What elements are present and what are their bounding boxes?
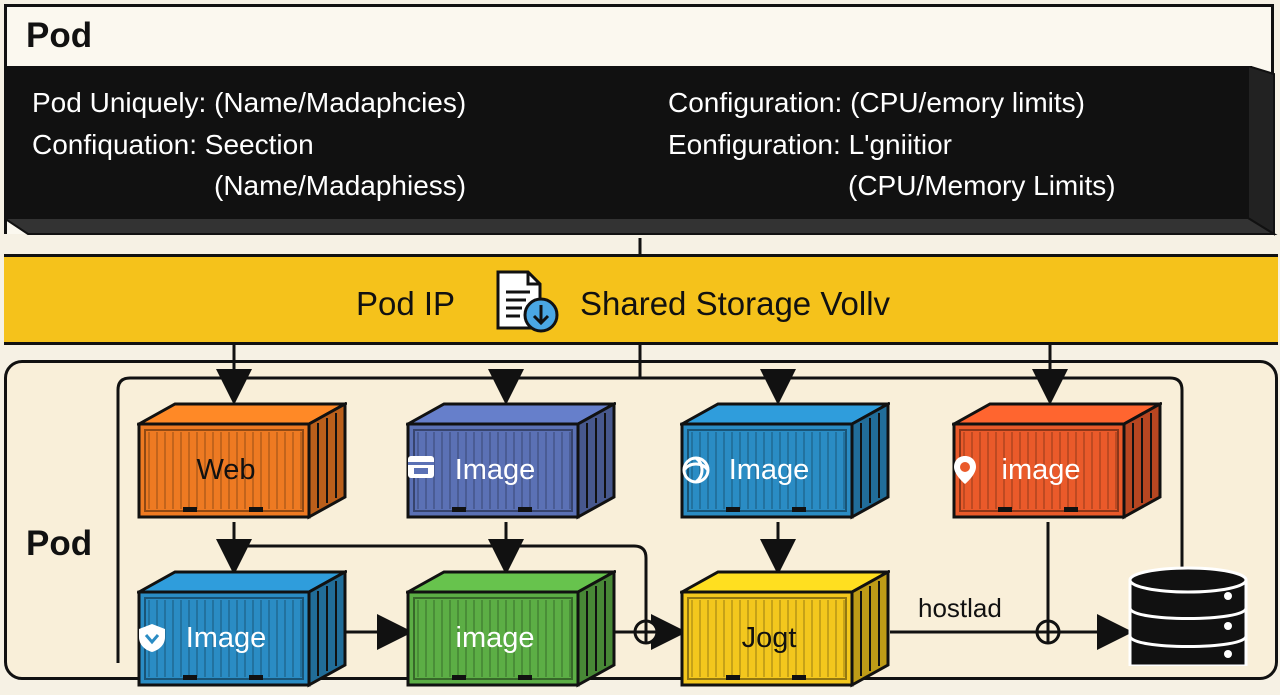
container-text: image — [456, 622, 535, 654]
container-label: Image — [137, 622, 315, 655]
container-text: image — [1002, 454, 1081, 486]
location-pin-icon — [952, 454, 978, 486]
database-icon — [1126, 566, 1250, 666]
window-icon — [406, 454, 436, 480]
container-text: Web — [196, 454, 255, 486]
container-text: Image — [186, 622, 267, 654]
container-label: image — [952, 454, 1130, 487]
container-label: Web — [137, 454, 315, 487]
container-image-2[interactable]: Image — [680, 402, 890, 527]
container-jogt[interactable]: Jogt — [680, 570, 890, 695]
container-image-3[interactable]: image — [952, 402, 1162, 527]
container-text: Image — [455, 454, 536, 486]
container-image-1[interactable]: Image — [406, 402, 616, 527]
container-image-4[interactable]: Image — [137, 570, 347, 695]
container-label: image — [406, 622, 584, 655]
container-label: Image — [680, 454, 858, 487]
container-text: Image — [729, 454, 810, 486]
container-web[interactable]: Web — [137, 402, 347, 527]
container-image-5[interactable]: image — [406, 570, 616, 695]
shield-icon — [137, 622, 167, 654]
connector-lines — [0, 0, 1280, 663]
container-text: Jogt — [742, 622, 797, 654]
hostlad-label: hostlad — [918, 593, 1002, 624]
container-label: Image — [406, 454, 584, 487]
container-label: Jogt — [680, 622, 858, 655]
openai-swirl-icon — [680, 454, 712, 486]
